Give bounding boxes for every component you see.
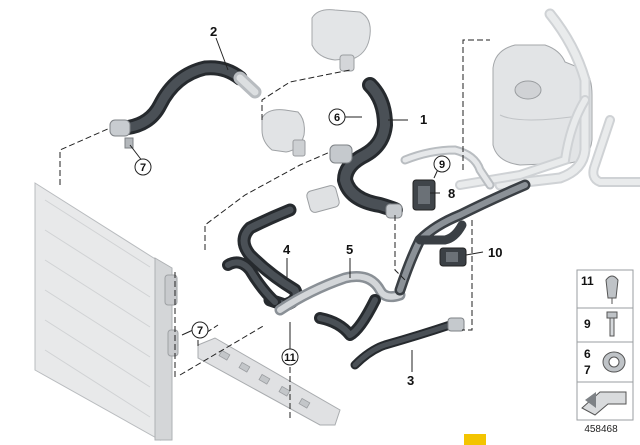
- hose-5: [274, 271, 406, 341]
- hose-clip-icon: [605, 275, 619, 304]
- hose-1-fittings: [329, 144, 403, 219]
- callout-11: 11: [281, 348, 299, 366]
- svg-text:6: 6: [334, 112, 340, 124]
- hose-2-clamp: [109, 119, 134, 149]
- hose-3-connector: [447, 317, 465, 332]
- thermostat-housing: [311, 9, 371, 72]
- radiator: [34, 182, 179, 441]
- auxiliary-pump: [306, 185, 340, 213]
- svg-text:7: 7: [197, 325, 203, 337]
- coolant-valve: [261, 109, 306, 157]
- diagram-number: 458468: [584, 424, 618, 435]
- callout-8: 8: [448, 186, 455, 201]
- callout-7-bottom: 7: [191, 321, 209, 339]
- reference-lines: [59, 39, 490, 420]
- legend-row-6: 6: [584, 347, 591, 361]
- leader-lines: [129, 37, 484, 372]
- callout-2: 2: [210, 24, 217, 39]
- svg-text:7: 7: [140, 162, 146, 174]
- bleed-line: [400, 145, 495, 190]
- bracket-8: [412, 179, 436, 211]
- callout-9: 9: [433, 155, 451, 173]
- highlight-marker: [464, 434, 486, 445]
- callout-1: 1: [420, 112, 427, 127]
- legend-row-7: 7: [584, 363, 591, 377]
- callout-3: 3: [407, 373, 414, 388]
- parts-legend: 11 9 6 7: [576, 269, 634, 421]
- callout-6: 6: [328, 108, 346, 126]
- hose-3: [350, 320, 455, 370]
- upper-pipe-bundle: [455, 8, 640, 191]
- legend-row-9: 9: [584, 317, 591, 331]
- holder-10: [439, 247, 467, 267]
- callout-5: 5: [346, 242, 353, 257]
- callout-10: 10: [488, 245, 502, 260]
- coolant-return-pipe: [394, 179, 531, 296]
- hose-2: [117, 60, 262, 136]
- hose-clamp-icon: [602, 351, 626, 373]
- svg-text:11: 11: [284, 352, 296, 364]
- hose-4: [222, 203, 303, 312]
- screw-icon: [606, 311, 618, 337]
- hose-1: [337, 77, 403, 218]
- callout-4: 4: [283, 242, 291, 257]
- diagram-arrow-icon: [581, 391, 627, 416]
- radiator-support-bracket: [197, 337, 341, 426]
- svg-text:9: 9: [439, 159, 445, 171]
- legend-row-11: 11: [581, 274, 594, 288]
- callout-7-top: 7: [134, 158, 152, 176]
